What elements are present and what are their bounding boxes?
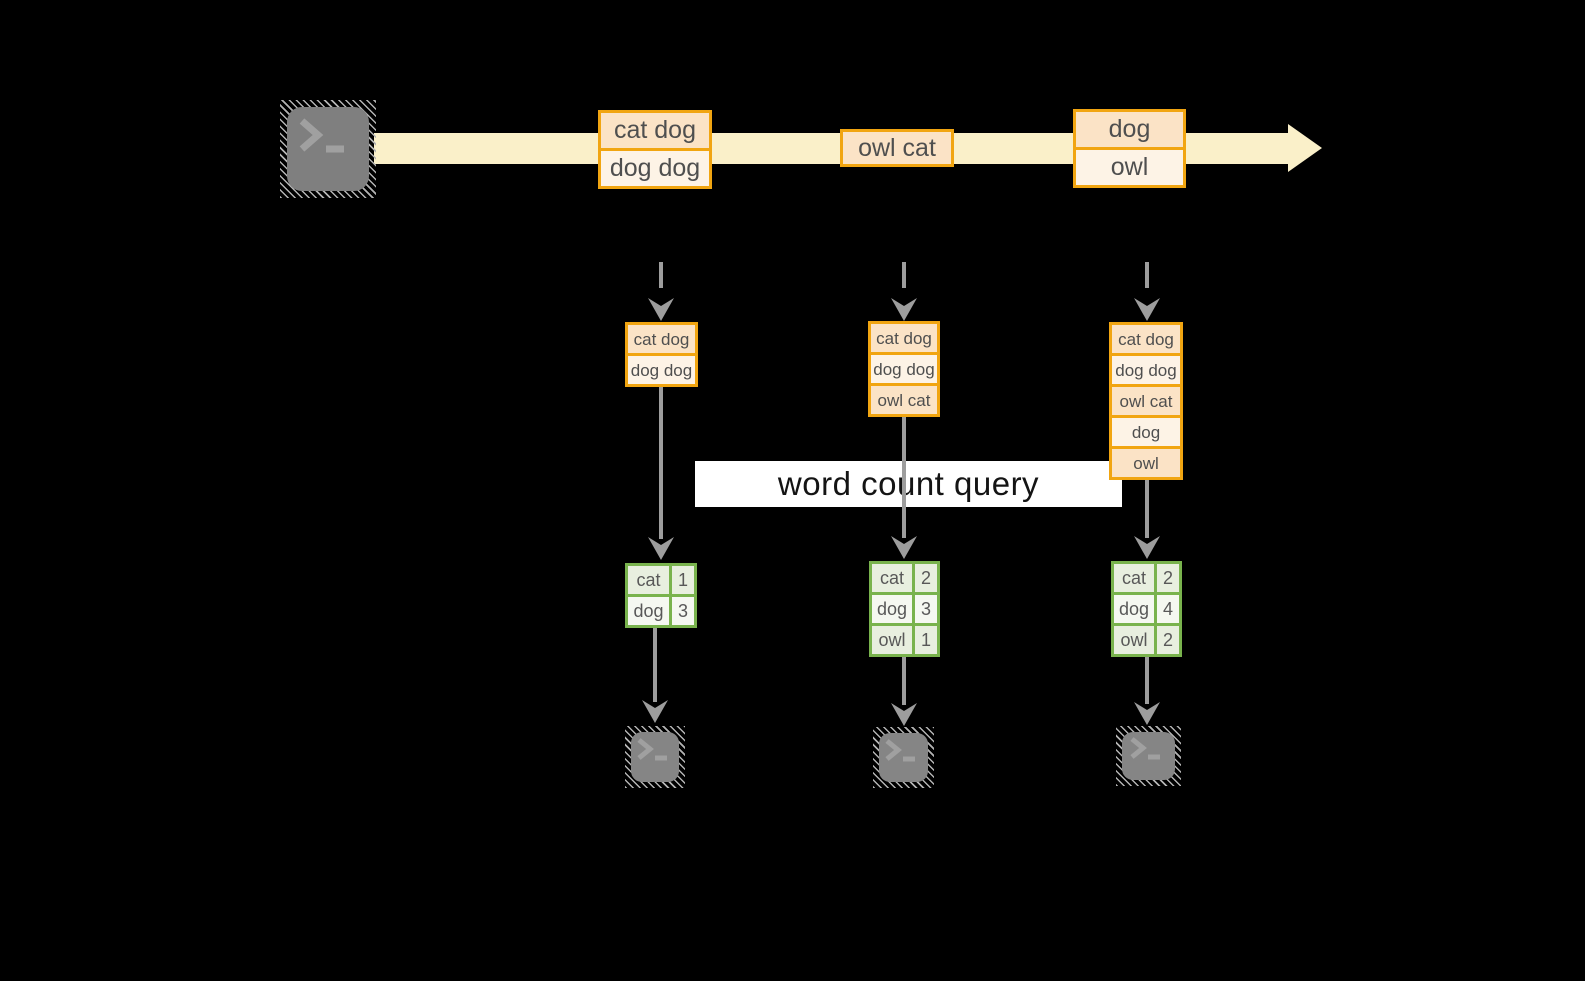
down-arrow-dashed-icon — [648, 262, 674, 321]
event-box: cat dog — [871, 324, 937, 352]
stream-batch-2: owl cat — [840, 129, 954, 167]
stream-batch-3: dog owl — [1073, 109, 1186, 188]
event-box: dog — [1076, 112, 1183, 147]
stream-batch-1: cat dog dog dog — [598, 110, 712, 189]
terminal-prompt-icon — [885, 739, 915, 762]
event-box: owl cat — [843, 132, 951, 164]
count-value-cell: 1 — [672, 566, 694, 594]
count-value-cell: 4 — [1157, 595, 1179, 623]
down-arrow-icon — [891, 657, 917, 726]
count-value-cell: 2 — [1157, 564, 1179, 592]
terminal-source-icon — [280, 100, 376, 198]
count-word-cell: cat — [628, 566, 669, 594]
terminal-sink-icon — [873, 727, 934, 788]
count-word-cell: dog — [872, 595, 912, 623]
count-table-1: cat 1 dog 3 — [625, 563, 697, 628]
count-word-cell: dog — [1114, 595, 1154, 623]
count-value-cell: 2 — [1157, 626, 1179, 654]
count-word-cell: cat — [1114, 564, 1154, 592]
event-box: cat dog — [628, 325, 695, 353]
down-arrow-icon — [1134, 657, 1160, 725]
down-arrow-icon — [1134, 480, 1160, 559]
count-word-cell: cat — [872, 564, 912, 592]
event-box: dog dog — [1112, 356, 1180, 384]
event-buffer-1: cat dog dog dog — [625, 322, 698, 387]
terminal-prompt-icon — [1130, 737, 1160, 760]
count-word-cell: owl — [1114, 626, 1154, 654]
event-box: owl cat — [871, 386, 937, 414]
event-box: dog dog — [628, 356, 695, 384]
event-box: owl cat — [1112, 387, 1180, 415]
down-arrow-icon — [648, 387, 674, 560]
event-buffer-3: cat dog dog dog owl cat dog owl — [1109, 322, 1183, 480]
event-box: owl — [1112, 449, 1180, 477]
terminal-prompt-icon — [637, 738, 667, 761]
count-table-3: cat 2 dog 4 owl 2 — [1111, 561, 1182, 657]
event-box: dog dog — [871, 355, 937, 383]
count-value-cell: 1 — [915, 626, 937, 654]
query-banner: word count query — [695, 461, 1122, 507]
count-word-cell: dog — [628, 597, 669, 625]
count-table-2: cat 2 dog 3 owl 1 — [869, 561, 940, 657]
terminal-sink-icon — [625, 726, 685, 788]
down-arrow-dashed-icon — [891, 262, 917, 321]
count-value-cell: 3 — [672, 597, 694, 625]
count-value-cell: 3 — [915, 595, 937, 623]
stream-arrowhead-icon — [1288, 124, 1322, 172]
event-box: dog dog — [601, 151, 709, 186]
count-value-cell: 2 — [915, 564, 937, 592]
down-arrow-icon — [891, 417, 917, 559]
terminal-sink-icon — [1116, 726, 1181, 786]
count-word-cell: owl — [872, 626, 912, 654]
terminal-prompt-icon — [299, 118, 344, 153]
event-box: owl — [1076, 150, 1183, 185]
down-arrow-dashed-icon — [1134, 262, 1160, 321]
event-box: cat dog — [601, 113, 709, 148]
down-arrow-icon — [642, 628, 668, 723]
query-banner-label: word count query — [777, 465, 1040, 502]
event-box: dog — [1112, 418, 1180, 446]
event-box: cat dog — [1112, 325, 1180, 353]
event-buffer-2: cat dog dog dog owl cat — [868, 321, 940, 417]
